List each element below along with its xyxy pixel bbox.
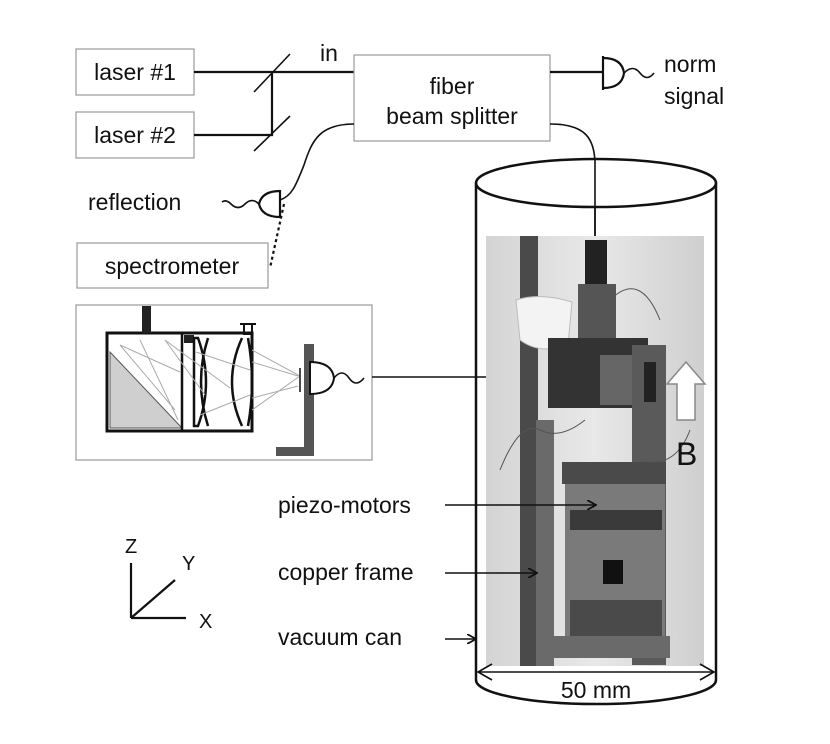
photodetector-icon — [299, 360, 365, 396]
spectrometer-box: spectrometer — [76, 242, 269, 289]
vacuum-can — [474, 157, 718, 706]
copper-label: copper frame — [278, 559, 414, 585]
field-label: B — [676, 436, 697, 472]
optics-inset — [75, 304, 373, 461]
laser-2-box: laser #2 — [75, 111, 195, 159]
photodetector-icon — [221, 189, 282, 219]
spectrometer-link — [268, 203, 286, 269]
spectrometer-label: spectrometer — [105, 253, 240, 279]
field-arrow-icon — [665, 360, 707, 421]
norm-label: norm — [664, 51, 716, 77]
apparatus-photo — [486, 236, 704, 666]
photodetector-icon — [601, 56, 655, 90]
width-label: 50 mm — [561, 677, 631, 703]
in-label: in — [320, 40, 338, 66]
splitter-label-2: beam splitter — [386, 103, 518, 129]
laser-1-box: laser #1 — [75, 48, 195, 96]
dimension-arrowheads — [476, 663, 716, 681]
axis-x-label: X — [199, 611, 212, 633]
coordinate-axes: Z Y X — [125, 536, 212, 633]
axis-z-label: Z — [125, 536, 137, 558]
splitter-label-1: fiber — [430, 73, 475, 99]
mirror-icon — [253, 53, 291, 93]
mirror-icon — [253, 115, 291, 152]
signal-label: signal — [664, 83, 724, 109]
reflection-label: reflection — [88, 189, 181, 215]
fiber-beam-splitter-box: fiber beam splitter — [353, 54, 551, 142]
axis-y-label: Y — [182, 553, 195, 575]
laser-1-label: laser #1 — [94, 59, 176, 85]
laser-2-label: laser #2 — [94, 122, 176, 148]
piezo-label: piezo-motors — [278, 492, 411, 518]
laser-2-beam — [194, 72, 274, 137]
reflection-fiber — [279, 123, 355, 201]
vacuum-label: vacuum can — [278, 624, 402, 650]
